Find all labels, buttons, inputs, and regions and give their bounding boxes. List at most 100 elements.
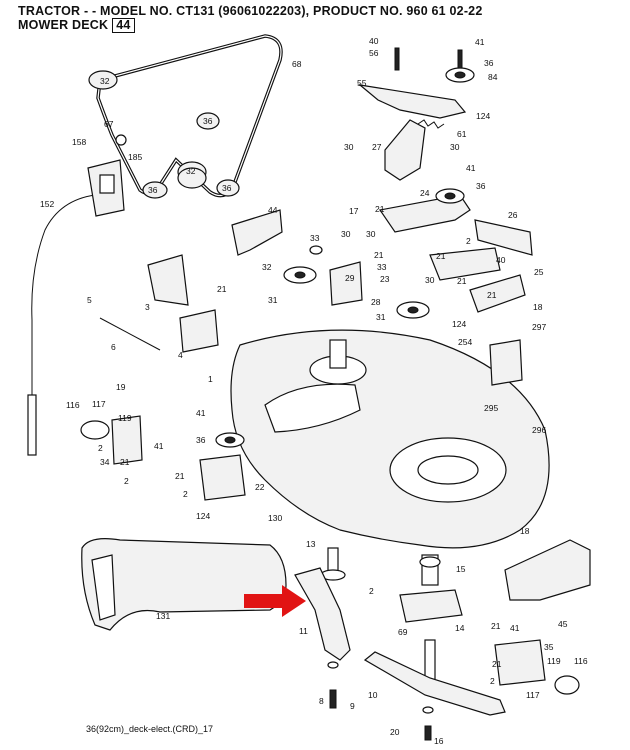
callout-21b: 21 [374,250,384,260]
callout-21e: 21 [217,284,227,294]
callout-30e: 30 [425,275,435,285]
discharge-chute-131 [81,538,287,631]
callout-31b: 31 [376,312,386,322]
callout-41b: 41 [466,163,476,173]
belt-guard-44 [231,209,283,256]
bracket-26 [474,219,533,256]
plate-23 [429,247,501,281]
callout-69: 69 [398,627,408,637]
idler-arm-24 [378,188,471,233]
callout-124b: 124 [452,319,466,329]
callout-45: 45 [558,619,568,629]
page-title: TRACTOR - - MODEL NO. CT131 (96061022203… [18,4,483,18]
hardware-bottom [327,661,434,741]
bracket-28 [329,261,363,306]
pulley-left [283,245,323,284]
callout-36c: 36 [222,183,232,193]
spring-61 [417,119,445,129]
callout-21h: 21 [175,471,185,481]
belt-assembly [88,34,283,199]
callout-10: 10 [368,690,378,700]
callout-67: 67 [104,119,114,129]
callout-21f: 21 [487,290,497,300]
callout-34: 34 [100,457,110,467]
callout-6: 6 [111,342,116,352]
callout-4: 4 [178,350,183,360]
cable-end [27,394,37,456]
callout-14: 14 [455,623,465,633]
gauge-wheel-left [80,415,143,465]
belt-cover-45 [504,539,591,601]
callout-20: 20 [390,727,400,737]
blade-16 [363,651,506,716]
callout-68: 68 [292,59,302,69]
callout-19: 19 [116,382,126,392]
callout-295: 295 [484,403,498,413]
gauge-wheel-right [494,639,580,695]
bracket-27 [384,119,426,181]
callout-32c: 32 [262,262,272,272]
callout-61: 61 [457,129,467,139]
page-number-box: 44 [112,18,135,33]
diagram-footer-code: 36(92cm)_deck-elect.(CRD)_17 [86,724,214,734]
callout-13: 13 [306,539,316,549]
callout-29: 29 [345,273,355,283]
callout-124c: 124 [196,511,210,521]
callout-21i: 21 [491,621,501,631]
callout-30d: 30 [366,229,376,239]
callout-119a: 119 [118,413,132,423]
callout-117a: 117 [92,399,106,409]
callout-1: 1 [208,374,213,384]
callout-21c: 21 [436,251,446,261]
callout-40b: 40 [496,255,506,265]
callout-158: 158 [72,137,86,147]
callout-56: 56 [369,48,379,58]
callout-296: 296 [532,425,546,435]
callout-2f: 2 [490,676,495,686]
callout-3: 3 [145,302,150,312]
callout-16: 16 [434,736,444,746]
callout-31a: 31 [268,295,278,305]
callout-117b: 117 [526,690,540,700]
callout-116a: 116 [66,400,80,410]
pulley-center [396,301,430,319]
pulley-lower-left [199,432,246,501]
callout-41d: 41 [154,441,164,451]
callout-41a: 41 [475,37,485,47]
callout-2a: 2 [466,236,471,246]
callout-11: 11 [299,626,308,636]
spindle-69 [424,639,436,681]
callout-15: 15 [456,564,466,574]
callout-124a: 124 [476,111,490,121]
callout-2c: 2 [124,476,129,486]
callout-9: 9 [350,701,355,711]
callout-8: 8 [319,696,324,706]
callout-28: 28 [371,297,381,307]
callout-36d: 36 [484,58,494,68]
callout-2e: 2 [369,586,374,596]
callout-21g: 21 [120,457,130,467]
callout-5: 5 [87,295,92,305]
blade-11 [294,567,351,661]
callout-36f: 36 [196,435,206,445]
callout-41c: 41 [196,408,206,418]
callout-33a: 33 [310,233,320,243]
bracket-4 [179,309,219,353]
callout-36a: 36 [203,116,213,126]
callout-18a: 18 [533,302,543,312]
callout-119b: 119 [547,656,561,666]
callout-24: 24 [420,188,430,198]
callout-17: 17 [349,206,359,216]
callout-44: 44 [268,205,278,215]
callout-21a: 21 [375,204,385,214]
callout-23: 23 [380,274,390,284]
callout-254: 254 [458,337,472,347]
callout-30c: 30 [341,229,351,239]
idler-bracket-top [357,47,475,119]
callout-32a: 32 [100,76,110,86]
callout-36b: 36 [148,185,158,195]
callout-32b: 32 [186,166,196,176]
bracket-295 [489,339,523,386]
